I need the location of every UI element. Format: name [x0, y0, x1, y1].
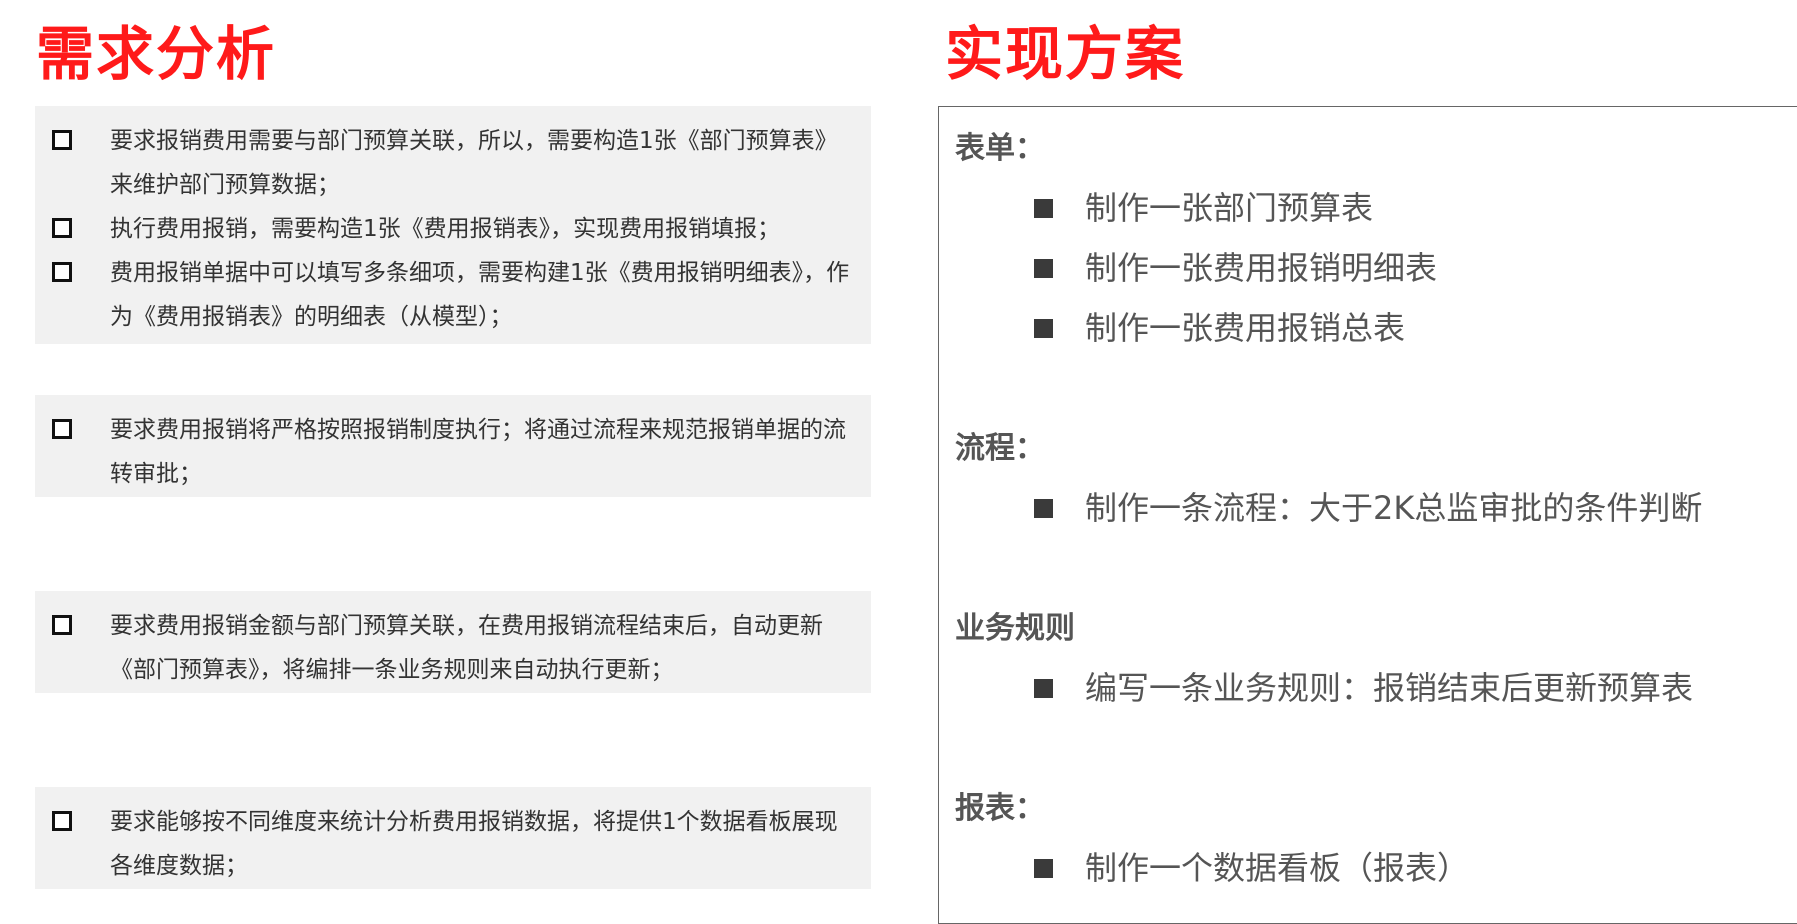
requirement-item: 要求费用报销金额与部门预算关联，在费用报销流程结束后，自动更新《部门预算表》，将…	[52, 604, 857, 692]
section-heading-forms: 表单：	[955, 131, 1045, 166]
requirement-text: 要求报销费用需要与部门预算关联，所以，需要构造1张《部门预算表》来维护部门预算数…	[110, 128, 838, 198]
checkbox-icon	[52, 130, 72, 150]
plan-item: 制作一张费用报销明细表	[1034, 246, 1437, 290]
requirement-text: 要求费用报销金额与部门预算关联，在费用报销流程结束后，自动更新《部门预算表》，将…	[110, 613, 823, 683]
plan-item-text: 制作一张费用报销总表	[1085, 309, 1406, 347]
plan-item: 编写一条业务规则：报销结束后更新预算表	[1034, 666, 1693, 710]
solution-title: 实现方案	[945, 20, 1186, 88]
requirement-item: 要求费用报销将严格按照报销制度执行；将通过流程来规范报销单据的流转审批；	[52, 408, 857, 496]
requirement-item: 要求报销费用需要与部门预算关联，所以，需要构造1张《部门预算表》来维护部门预算数…	[52, 119, 857, 207]
requirement-text: 执行费用报销，需要构造1张《费用报销表》，实现费用报销填报；	[110, 216, 781, 242]
plan-item-text: 制作一张部门预算表	[1085, 189, 1374, 227]
section-heading-report: 报表：	[955, 791, 1045, 826]
square-bullet-icon	[1034, 198, 1053, 218]
plan-item-text: 编写一条业务规则：报销结束后更新预算表	[1085, 669, 1694, 707]
square-bullet-icon	[1034, 498, 1053, 518]
requirement-item: 费用报销单据中可以填写多条细项，需要构建1张《费用报销明细表》，作为《费用报销表…	[52, 251, 857, 339]
solution-box: 表单： 制作一张部门预算表 制作一张费用报销明细表 制作一张费用报销总表 流程：…	[938, 106, 1797, 924]
plan-item-text: 制作一张费用报销明细表	[1085, 249, 1438, 287]
checkbox-icon	[52, 811, 72, 831]
square-bullet-icon	[1034, 318, 1053, 338]
checkbox-icon	[52, 615, 72, 635]
square-bullet-icon	[1034, 858, 1053, 878]
plan-item: 制作一个数据看板（报表）	[1034, 846, 1469, 890]
checkbox-icon	[52, 262, 72, 282]
plan-item-text: 制作一条流程：大于2K总监审批的条件判断	[1085, 489, 1703, 527]
plan-item-text: 制作一个数据看板（报表）	[1085, 849, 1470, 887]
plan-item: 制作一张费用报销总表	[1034, 306, 1405, 350]
requirement-text: 费用报销单据中可以填写多条细项，需要构建1张《费用报销明细表》，作为《费用报销表…	[110, 260, 850, 330]
requirement-block-process: 要求费用报销将严格按照报销制度执行；将通过流程来规范报销单据的流转审批；	[35, 395, 871, 497]
requirement-item: 执行费用报销，需要构造1张《费用报销表》，实现费用报销填报；	[52, 207, 857, 251]
checkbox-icon	[52, 419, 72, 439]
square-bullet-icon	[1034, 258, 1053, 278]
requirement-text: 要求费用报销将严格按照报销制度执行；将通过流程来规范报销单据的流转审批；	[110, 417, 846, 487]
requirement-text: 要求能够按不同维度来统计分析费用报销数据，将提供1个数据看板展现各维度数据；	[110, 809, 838, 879]
requirement-item: 要求能够按不同维度来统计分析费用报销数据，将提供1个数据看板展现各维度数据；	[52, 800, 857, 888]
section-heading-rules: 业务规则	[955, 611, 1075, 646]
plan-item: 制作一张部门预算表	[1034, 186, 1373, 230]
requirement-block-report: 要求能够按不同维度来统计分析费用报销数据，将提供1个数据看板展现各维度数据；	[35, 787, 871, 889]
checkbox-icon	[52, 218, 72, 238]
square-bullet-icon	[1034, 678, 1053, 698]
requirements-title: 需求分析	[36, 20, 277, 88]
plan-item: 制作一条流程：大于2K总监审批的条件判断	[1034, 486, 1702, 530]
requirement-block-forms: 要求报销费用需要与部门预算关联，所以，需要构造1张《部门预算表》来维护部门预算数…	[35, 106, 871, 344]
section-heading-process: 流程：	[955, 431, 1045, 466]
requirement-block-rules: 要求费用报销金额与部门预算关联，在费用报销流程结束后，自动更新《部门预算表》，将…	[35, 591, 871, 693]
